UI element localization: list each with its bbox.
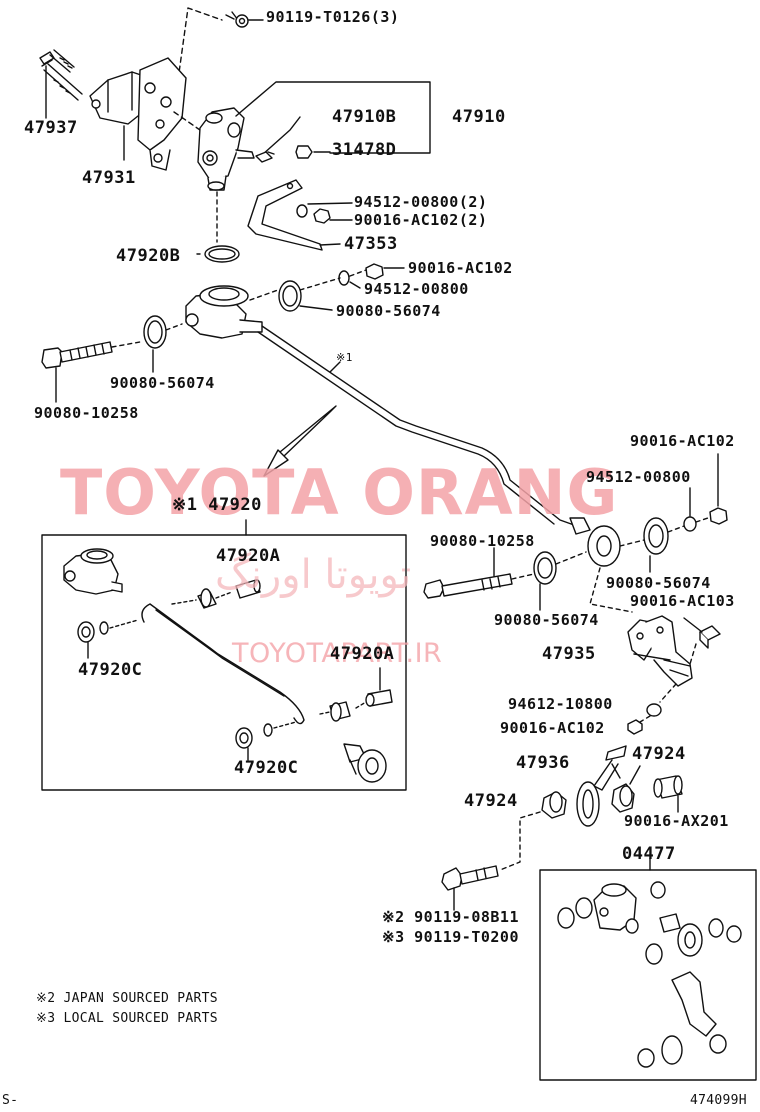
- label-90080-56074-a[interactable]: 90080-56074: [336, 302, 441, 320]
- label-90016-ax201[interactable]: 90016-AX201: [624, 812, 729, 830]
- label-47931[interactable]: 47931: [82, 168, 136, 188]
- label-90080-56074-c[interactable]: 90080-56074: [606, 574, 711, 592]
- label-47935[interactable]: 47935: [542, 644, 596, 664]
- label-47920b[interactable]: 47920B: [116, 246, 181, 266]
- bleeder-47910b-icon: [255, 151, 275, 163]
- bolt-90080-10258-b-icon: [423, 573, 513, 599]
- label-90119-t0126[interactable]: 90119-T0126(3): [266, 8, 400, 26]
- label-47920-assy[interactable]: ※1 47920: [172, 495, 262, 515]
- label-47924-left[interactable]: 47924: [464, 791, 518, 811]
- label-90080-56074-b[interactable]: 90080-56074: [110, 374, 215, 392]
- bushing-47924-left-icon: [541, 791, 567, 819]
- label-90080-10258-b[interactable]: 90080-10258: [430, 532, 535, 550]
- label-47920c-bottom[interactable]: 47920C: [234, 758, 299, 778]
- label-90016-ac102-b[interactable]: 90016-AC102: [630, 432, 735, 450]
- rod-47920-icon: [261, 325, 589, 531]
- nut-90016-ac103-icon: [699, 625, 721, 649]
- arrow-down-icon: [263, 405, 337, 477]
- label-note1-mark: ※1: [336, 351, 353, 364]
- bushing-small-icon: [197, 588, 217, 609]
- valve-47910-icon: [197, 107, 255, 191]
- collar-90016-ax201-icon: [653, 775, 683, 799]
- label-90016-ac103[interactable]: 90016-AC103: [630, 592, 735, 610]
- label-90119-t0200[interactable]: ※3 90119-T0200: [382, 928, 519, 946]
- bolt-90119-t0126-icon: [225, 11, 264, 28]
- label-90119-08b11[interactable]: ※2 90119-08B11: [382, 908, 519, 926]
- eye-end-main-icon: [569, 517, 621, 567]
- bolt-47937-icon: [39, 49, 83, 101]
- washer-94512-00800-b-icon: [683, 516, 697, 532]
- label-47936[interactable]: 47936: [516, 753, 570, 773]
- leader-bolt-top: [177, 7, 223, 81]
- washer-94612-10800-icon: [646, 703, 662, 717]
- eye-end-box-icon: [343, 743, 387, 783]
- label-47937[interactable]: 47937: [24, 118, 78, 138]
- note-local-sourced: ※3 LOCAL SOURCED PARTS: [36, 1011, 218, 1026]
- nut-90016-ac102-c-icon: [627, 719, 643, 735]
- watermark-brand: TOYOTA ORANG: [60, 456, 619, 529]
- label-90080-56074-d[interactable]: 90080-56074: [494, 611, 599, 629]
- bushing-47920c-left-icon: [77, 621, 109, 643]
- bushing-47920c-bottom-icon: [235, 723, 273, 749]
- nut-90016-ac102-b-icon: [709, 507, 728, 525]
- label-47910b[interactable]: 47910B: [332, 107, 397, 127]
- label-94512-00800-a[interactable]: 94512-00800: [364, 280, 469, 298]
- washer-90080-56074-c-icon: [643, 517, 669, 555]
- bushing-box-right-icon: [329, 701, 351, 722]
- washer-94512-icon: [296, 204, 308, 218]
- bolt-90080-10258-a-icon: [41, 341, 113, 369]
- footer-code: 474099H: [690, 1093, 747, 1108]
- cap-31478d-icon: [295, 145, 313, 159]
- link-47936-icon: [576, 745, 627, 827]
- watermark-persian: تویوتا اورنگ: [215, 552, 412, 598]
- bushing-47924-right-icon: [611, 783, 635, 813]
- label-94612-10800[interactable]: 94612-10800: [508, 695, 613, 713]
- shaft-holder-icon: [185, 285, 263, 339]
- footer-left: S-: [2, 1093, 19, 1108]
- nut-90016-ac102-a-icon: [365, 263, 384, 280]
- watermark-url: TOYOTAPART.IR: [232, 638, 443, 669]
- bushing-47920a-right-icon: [365, 689, 393, 707]
- label-47353[interactable]: 47353: [344, 234, 398, 254]
- label-31478d[interactable]: 31478D: [332, 140, 397, 160]
- washer-90080-56074-b-icon: [278, 280, 302, 312]
- label-94512-00800-b[interactable]: 94512-00800: [586, 468, 691, 486]
- label-47924-right[interactable]: 47924: [632, 744, 686, 764]
- label-47920c-left[interactable]: 47920C: [78, 660, 143, 680]
- holder-47920-box-icon: [63, 548, 123, 595]
- bolt-90119-bottom-icon: [441, 865, 499, 891]
- label-90080-10258-a[interactable]: 90080-10258: [34, 404, 139, 422]
- label-90016-ac102-c[interactable]: 90016-AC102: [500, 719, 605, 737]
- label-94512-00800-2[interactable]: 94512-00800(2): [354, 193, 488, 211]
- label-47910[interactable]: 47910: [452, 107, 506, 127]
- label-04477[interactable]: 04477: [622, 844, 676, 864]
- label-90016-ac102-2[interactable]: 90016-AC102(2): [354, 211, 488, 229]
- bracket-47931-icon: [89, 57, 187, 171]
- washer-90080-56074-a-icon: [143, 315, 167, 349]
- bracket-47935-icon: [627, 615, 693, 687]
- bracket-47353-icon: [247, 179, 323, 251]
- bushing-47920a-top-icon: [235, 579, 261, 599]
- nut-90016-icon: [313, 208, 331, 224]
- kit-04477-parts-icon: [557, 881, 742, 1068]
- label-47920a-right[interactable]: 47920A: [330, 644, 395, 664]
- washer-90080-56074-d-icon: [533, 551, 557, 585]
- note-japan-sourced: ※2 JAPAN SOURCED PARTS: [36, 991, 218, 1006]
- label-47920a-top[interactable]: 47920A: [216, 546, 281, 566]
- label-90016-ac102-a[interactable]: 90016-AC102: [408, 259, 513, 277]
